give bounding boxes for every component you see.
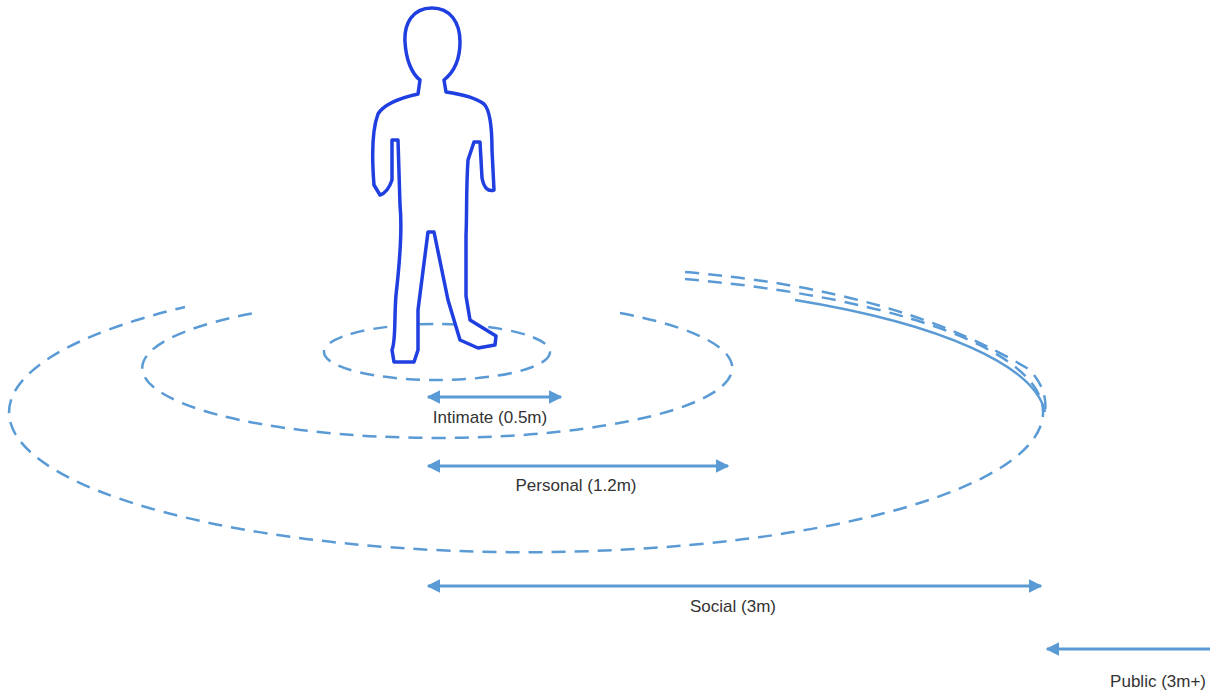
public-label: Public (3m+) xyxy=(1108,672,1208,692)
intimate-zone-ring xyxy=(324,324,550,380)
personal-label: Personal (1.2m) xyxy=(514,476,639,496)
intimate-label: Intimate (0.5m) xyxy=(431,408,549,428)
personal-zone-ring xyxy=(142,312,732,438)
intimate-arrow xyxy=(428,396,561,399)
personal-arrow xyxy=(428,465,728,468)
public-arrow xyxy=(1047,648,1210,651)
social-arrow xyxy=(428,585,1041,588)
social-zone-ring-top xyxy=(685,272,1045,412)
person-silhouette xyxy=(373,8,496,362)
social-label: Social (3m) xyxy=(688,597,778,617)
